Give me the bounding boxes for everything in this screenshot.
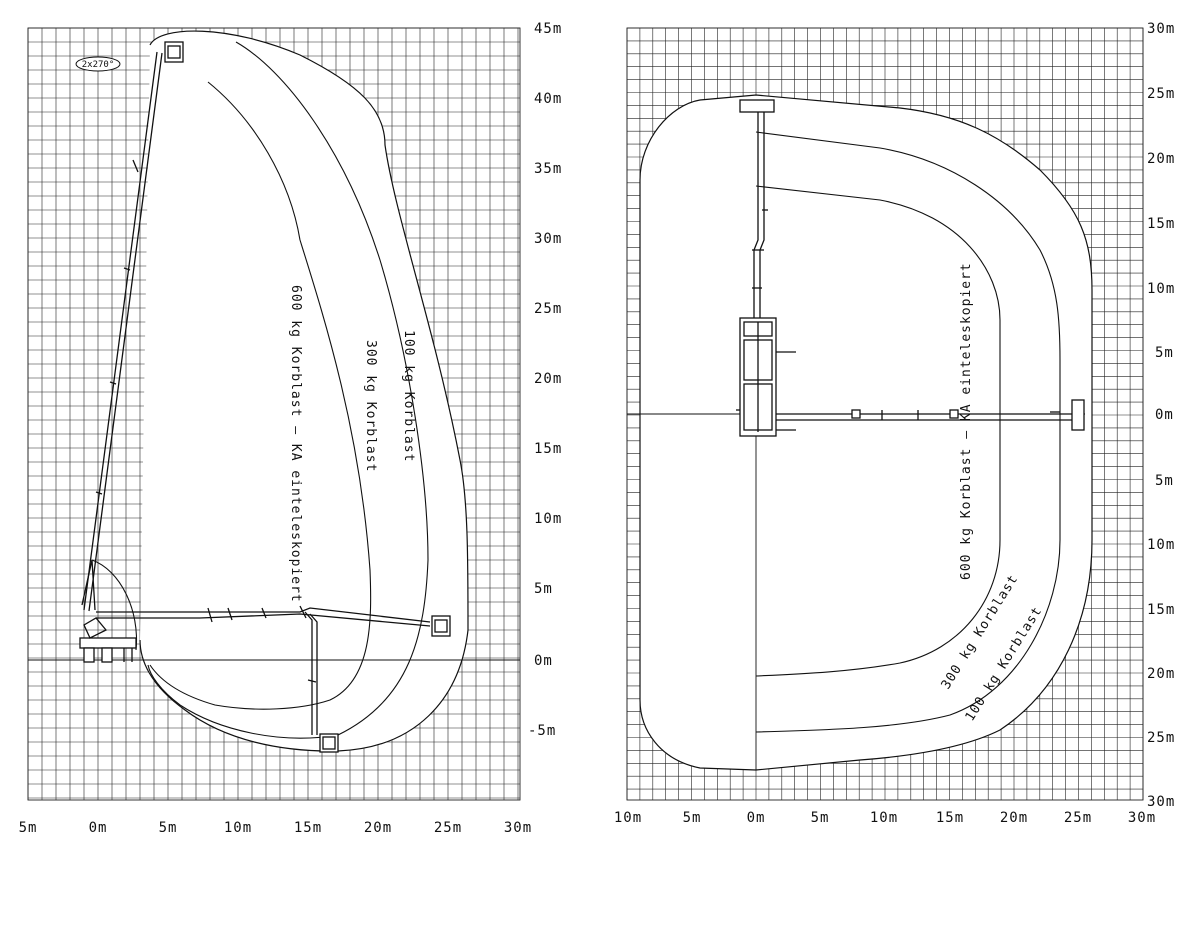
top-x-label: 0m (747, 810, 766, 826)
side-x-label: 20m (364, 820, 392, 836)
side-y-label: 10m (534, 511, 562, 527)
curve-label-600kg: 600 kg Korblast – KA einteleskopiert (288, 285, 303, 603)
side-x-label: 5m (159, 820, 178, 836)
top-y-label: 5m (1155, 473, 1174, 489)
side-y-label: 5m (534, 581, 553, 597)
top-envelope-100kg (639, 94, 1093, 771)
top-y-axis-labels: 30m 25m 20m 15m 10m 5m 0m 5m 10m 15m 20m… (1147, 21, 1175, 810)
side-x-label: 25m (434, 820, 462, 836)
top-x-label: 10m (870, 810, 898, 826)
side-y-label: 35m (534, 161, 562, 177)
top-y-label: 30m (1147, 21, 1175, 37)
side-y-label: 40m (534, 91, 562, 107)
basket-right-inner (434, 619, 448, 633)
side-y-label: 0m (534, 653, 553, 669)
side-y-label: 15m (534, 441, 562, 457)
boom-lower (304, 611, 318, 735)
top-y-label: 15m (1147, 602, 1175, 618)
top-x-label: 5m (811, 810, 830, 826)
side-y-label: 30m (534, 231, 562, 247)
top-y-label: 20m (1147, 151, 1175, 167)
side-view-diagram: 2x270° 100 kg Korblast 300 kg Korblast 6… (19, 21, 562, 836)
envelope-100kg (139, 30, 469, 752)
side-y-label: 20m (534, 371, 562, 387)
top-x-axis-labels: 10m 5m 0m 5m 10m 15m 20m 25m 30m (614, 810, 1156, 826)
top-y-label: 10m (1147, 281, 1175, 297)
side-x-label: 15m (294, 820, 322, 836)
boom-horizontal (96, 605, 431, 627)
top-y-label: 30m (1147, 794, 1175, 810)
top-y-label: 0m (1155, 407, 1174, 423)
curve-label-300kg: 300 kg Korblast (363, 340, 378, 472)
side-x-axis-labels: 5m 0m 5m 10m 15m 20m 25m 30m (19, 820, 532, 836)
side-y-axis-labels: 45m 40m 35m 30m 25m 20m 15m 10m 5m 0m -5… (528, 21, 562, 739)
side-x-label: 10m (224, 820, 252, 836)
basket-top-inner (167, 45, 181, 59)
truck-base (79, 617, 137, 663)
top-view-diagram: 600 kg Korblast – KA einteleskopiert 300… (614, 21, 1175, 826)
top-x-label: 25m (1064, 810, 1092, 826)
basket-lower-inner (322, 736, 336, 750)
top-curve-label-600kg: 600 kg Korblast – KA einteleskopiert (959, 262, 974, 580)
vehicle-top (736, 317, 796, 437)
top-y-label: 5m (1155, 345, 1174, 361)
top-boom-vertical (752, 110, 768, 318)
side-x-label: 0m (89, 820, 108, 836)
boom-vertical (81, 51, 163, 612)
top-x-label: 5m (683, 810, 702, 826)
rotation-indicator-icon (75, 56, 121, 72)
envelope-300kg (147, 41, 429, 739)
top-y-label: 10m (1147, 537, 1175, 553)
side-x-label: 5m (19, 820, 38, 836)
top-x-label: 15m (936, 810, 964, 826)
envelope-600kg (149, 81, 372, 710)
top-envelope-300kg (755, 131, 1061, 733)
side-x-label: 30m (504, 820, 532, 836)
rotation-note: 2x270° (82, 60, 115, 70)
top-basket-right (1071, 399, 1085, 431)
curve-label-100kg: 100 kg Korblast (401, 330, 416, 462)
top-basket-upper (739, 99, 775, 113)
top-y-label: 20m (1147, 666, 1175, 682)
top-x-label: 10m (614, 810, 642, 826)
basket-right (431, 615, 451, 637)
top-y-label: 25m (1147, 86, 1175, 102)
side-y-label: 45m (534, 21, 562, 37)
top-x-label: 30m (1128, 810, 1156, 826)
top-y-label: 25m (1147, 730, 1175, 746)
top-y-label: 15m (1147, 216, 1175, 232)
top-boom-horizontal (776, 409, 1072, 421)
pivot-arc (91, 559, 138, 651)
basket-lower (319, 733, 339, 753)
basket-top (164, 41, 184, 63)
top-x-label: 20m (1000, 810, 1028, 826)
top-envelope-600kg (755, 185, 1001, 677)
side-y-label: 25m (534, 301, 562, 317)
side-y-label: -5m (528, 723, 556, 739)
